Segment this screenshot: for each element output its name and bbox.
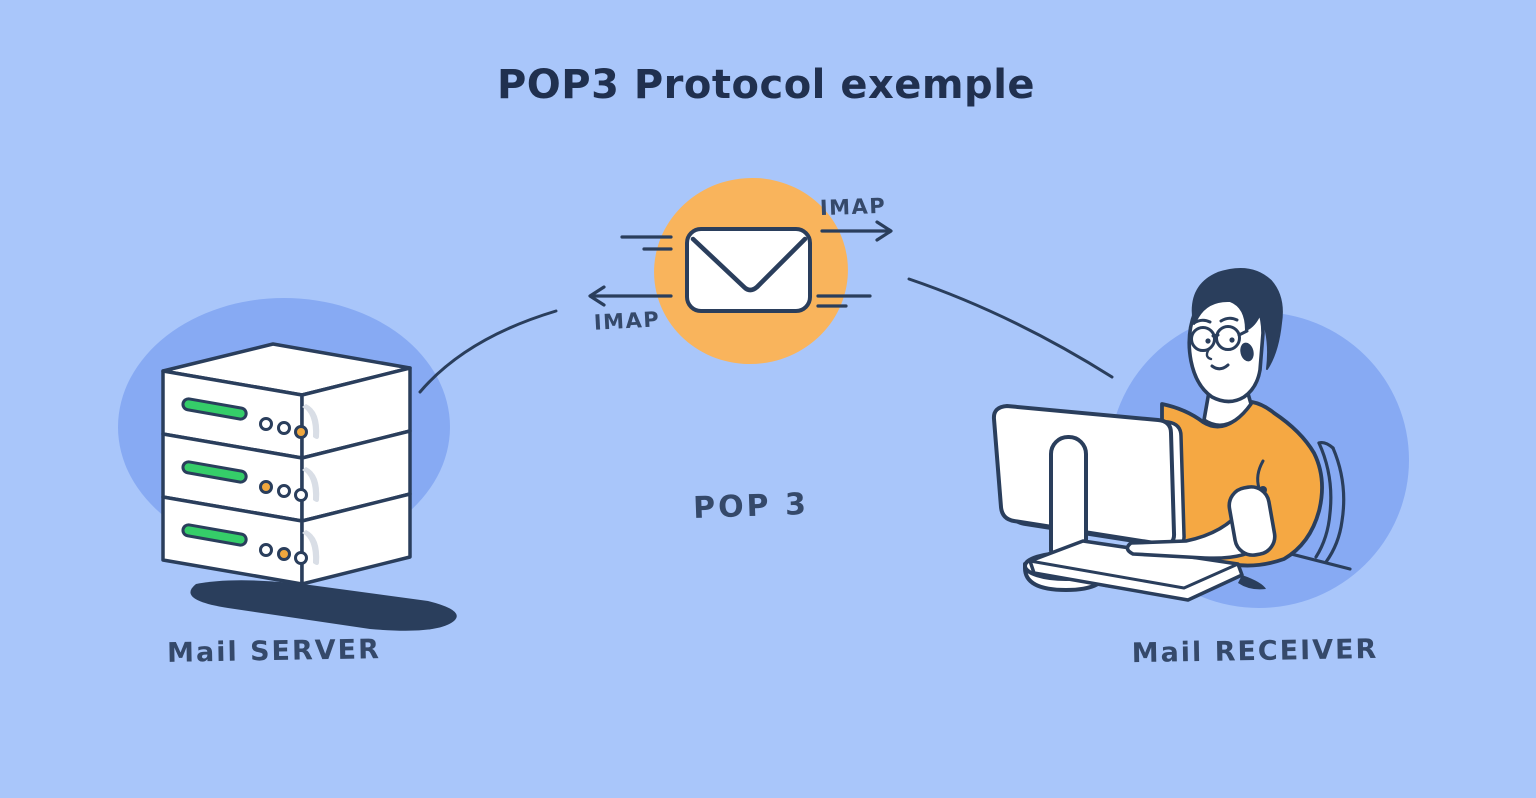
person-eyebrows [1192,316,1239,325]
speed-lines [620,235,872,308]
imap-bottom-label: IMAP [593,307,661,335]
person-hair [1191,267,1283,370]
envelope-icon [685,227,812,313]
person-nose [1205,347,1213,361]
envelope-illustration [588,177,893,365]
imap-left-arrow-icon [588,285,673,307]
connector-curve-server-to-envelope [418,309,558,394]
person-pupil-right [1229,337,1235,343]
server-highlight-swoosh [302,404,320,565]
pop3-protocol-label: POP 3 [692,486,810,527]
glasses-icon [1190,325,1249,352]
mail-server-illustration [118,298,457,631]
server-led-lights [259,417,308,565]
server-status-bar [181,397,248,547]
keyboard-icon [1028,539,1266,602]
person-at-computer-illustration [991,267,1409,608]
chair-icon [1254,440,1352,571]
imap-top-label: IMAP [819,193,887,221]
envelope-flap [690,236,808,293]
mail-server-label: Mail SERVER [166,634,382,669]
connector-curve-envelope-to-receiver [907,277,1114,379]
person-smile [1210,363,1230,371]
person-sleeve-cuff [1227,485,1277,557]
keyboard-shadow [1238,575,1266,590]
diagram-title: POP3 Protocol exemple [496,62,1036,108]
imap-right-arrow-icon [820,220,893,242]
monitor-icon [991,404,1186,592]
mail-server-stack-icon [161,342,412,586]
person-ear [1240,342,1254,362]
person-pupil-left [1205,338,1211,344]
sweater-crease [1256,459,1265,490]
mail-receiver-label: Mail RECEIVER [1131,633,1379,670]
server-shadow [190,580,457,631]
